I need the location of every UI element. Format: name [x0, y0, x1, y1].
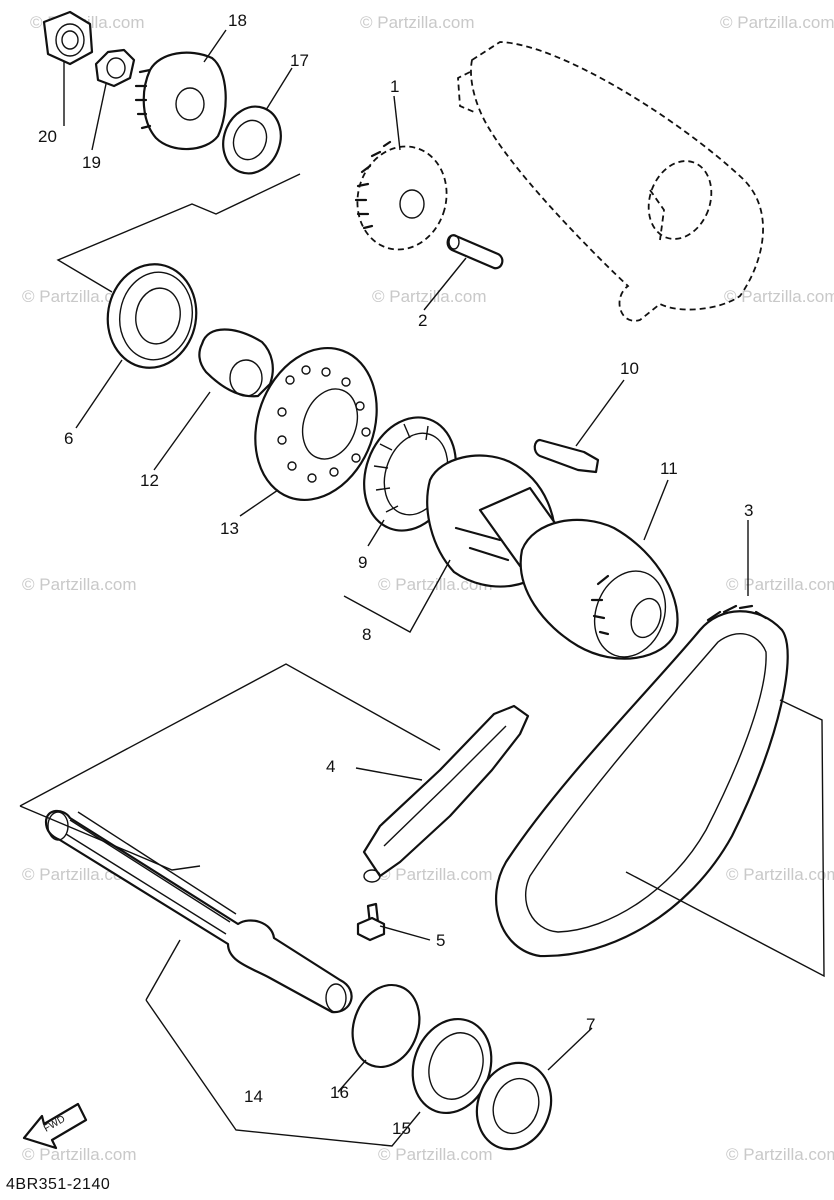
callout-7: 7	[586, 1015, 595, 1034]
part-5-bolt	[356, 902, 386, 942]
part-2-pin	[446, 234, 504, 270]
callout-19: 19	[82, 153, 101, 172]
callout-3: 3	[744, 501, 753, 520]
part-3-chain	[495, 604, 789, 958]
callout-9: 9	[358, 553, 367, 572]
callout-17: 17	[290, 51, 309, 70]
callout-12: 12	[140, 471, 159, 490]
callout-6: 6	[64, 429, 73, 448]
part-14-shaft	[44, 809, 353, 1014]
callout-15: 15	[392, 1119, 411, 1138]
part-16-o-ring	[351, 983, 421, 1069]
watermark: © Partzilla.com	[726, 1145, 834, 1164]
part-7-seal	[475, 1061, 553, 1151]
callout-4: 4	[326, 757, 335, 776]
watermark: © Partzilla.com	[360, 13, 475, 32]
callout-1: 1	[390, 77, 399, 96]
callout-8: 8	[362, 625, 371, 644]
part-17-seal	[222, 105, 282, 175]
watermark: © Partzilla.com	[372, 287, 487, 306]
leader-lines	[19, 29, 825, 1147]
part-1-gear	[354, 140, 448, 251]
starter-motor-outline	[457, 41, 764, 322]
part-18-gear	[134, 51, 227, 151]
callout-13: 13	[220, 519, 239, 538]
watermark: © Partzilla.com	[22, 1145, 137, 1164]
callout-18: 18	[228, 11, 247, 30]
part-19-lock-washer	[94, 48, 136, 88]
callout-10: 10	[620, 359, 639, 378]
callout-14: 14	[244, 1087, 263, 1106]
callouts: 1 2 3 4 5 6 7 8 9 10 11 12 13 14 15 16 1…	[38, 11, 753, 1138]
watermarks: © Partzilla.com © Partzilla.com © Partzi…	[22, 13, 834, 1164]
callout-2: 2	[418, 311, 427, 330]
watermark: © Partzilla.com	[378, 865, 493, 884]
part-10-key	[533, 438, 600, 474]
part-11-gear	[519, 518, 679, 660]
watermark: © Partzilla.com	[22, 575, 137, 594]
watermark: © Partzilla.com	[378, 1145, 493, 1164]
part-13-sprocket	[254, 346, 378, 502]
watermark: © Partzilla.com	[724, 287, 834, 306]
part-12-collar	[198, 328, 274, 398]
watermark: © Partzilla.com	[726, 865, 834, 884]
callout-11: 11	[660, 459, 678, 478]
watermark: © Partzilla.com	[726, 575, 834, 594]
watermark: © Partzilla.com	[378, 575, 493, 594]
callout-16: 16	[330, 1083, 349, 1102]
part-4-chain-guide	[362, 704, 530, 883]
diagram-reference-code: 4BR351-2140	[6, 1176, 111, 1193]
group-bracket-17-20	[56, 173, 301, 293]
callout-20: 20	[38, 127, 57, 146]
watermark: © Partzilla.com	[22, 287, 137, 306]
part-6-bearing	[106, 263, 198, 369]
part-20-nut	[42, 10, 94, 66]
watermark: © Partzilla.com	[720, 13, 834, 32]
callout-5: 5	[436, 931, 445, 950]
fwd-arrow-icon: FWD	[22, 1102, 88, 1150]
